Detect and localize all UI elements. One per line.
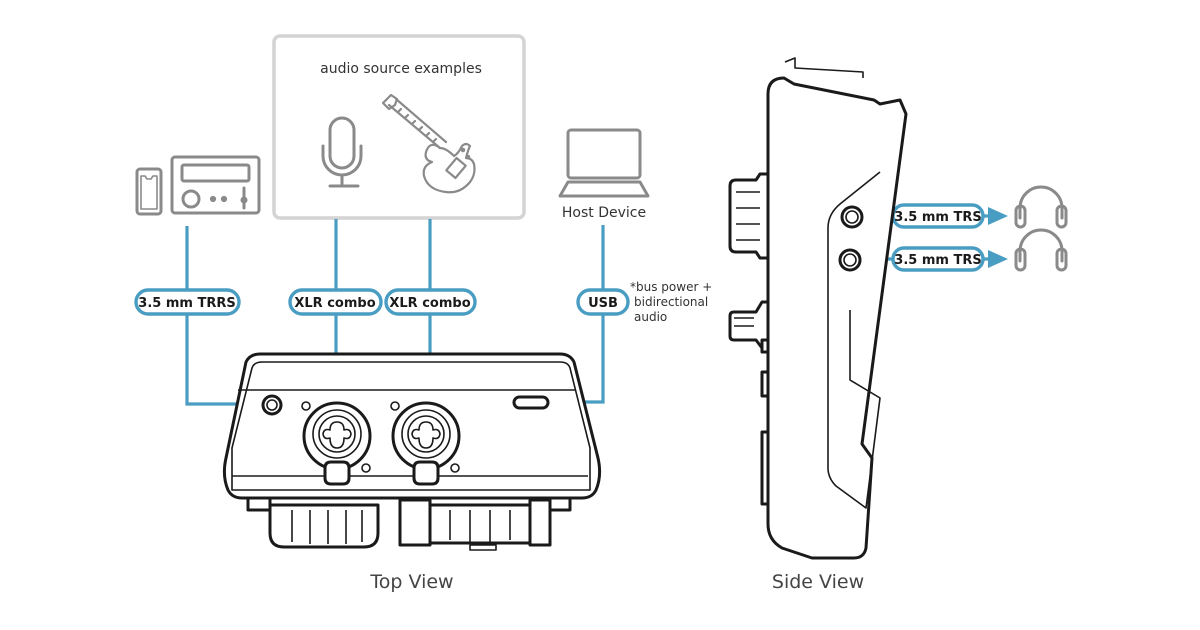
xlr-combo-label-2: XLR combo	[384, 288, 477, 316]
trrs-connection-label: 3.5 mm TRRS	[134, 288, 241, 316]
device-top-view	[222, 352, 602, 551]
side-view-caption: Side View	[772, 571, 864, 593]
usb-connection-label: USB	[576, 288, 630, 316]
svg-text:XLR combo: XLR combo	[294, 296, 375, 311]
xlr-combo-label-1: XLR combo	[288, 288, 383, 316]
headphones-icon	[1014, 185, 1068, 229]
svg-text:3.5 mm TRS: 3.5 mm TRS	[894, 210, 981, 225]
svg-text:3.5 mm TRS: 3.5 mm TRS	[894, 253, 981, 268]
svg-text:bidirectional: bidirectional	[634, 295, 708, 309]
svg-text:*bus power +: *bus power +	[630, 280, 712, 294]
electric-guitar-icon	[381, 93, 476, 194]
stereo-receiver-icon	[170, 155, 261, 215]
laptop-icon	[558, 128, 650, 198]
svg-text:audio: audio	[634, 310, 667, 324]
host-device-label: Host Device	[562, 205, 646, 221]
audio-source-box: audio source examples	[272, 34, 526, 220]
top-view-caption: Top View	[369, 571, 453, 593]
svg-text:USB: USB	[588, 296, 618, 311]
svg-text:3.5 mm TRRS: 3.5 mm TRRS	[138, 296, 235, 311]
microphone-icon	[321, 116, 363, 188]
svg-text:XLR combo: XLR combo	[389, 296, 470, 311]
device-side-view	[728, 57, 908, 560]
headphones-icon	[1014, 228, 1068, 272]
trs-connection-label-1: 3.5 mm TRS	[891, 203, 985, 229]
audio-source-title: audio source examples	[320, 61, 482, 77]
trs-connection-label-2: 3.5 mm TRS	[891, 246, 985, 272]
usb-note: *bus power + bidirectional audio	[630, 280, 712, 324]
smartphone-icon	[135, 167, 163, 216]
